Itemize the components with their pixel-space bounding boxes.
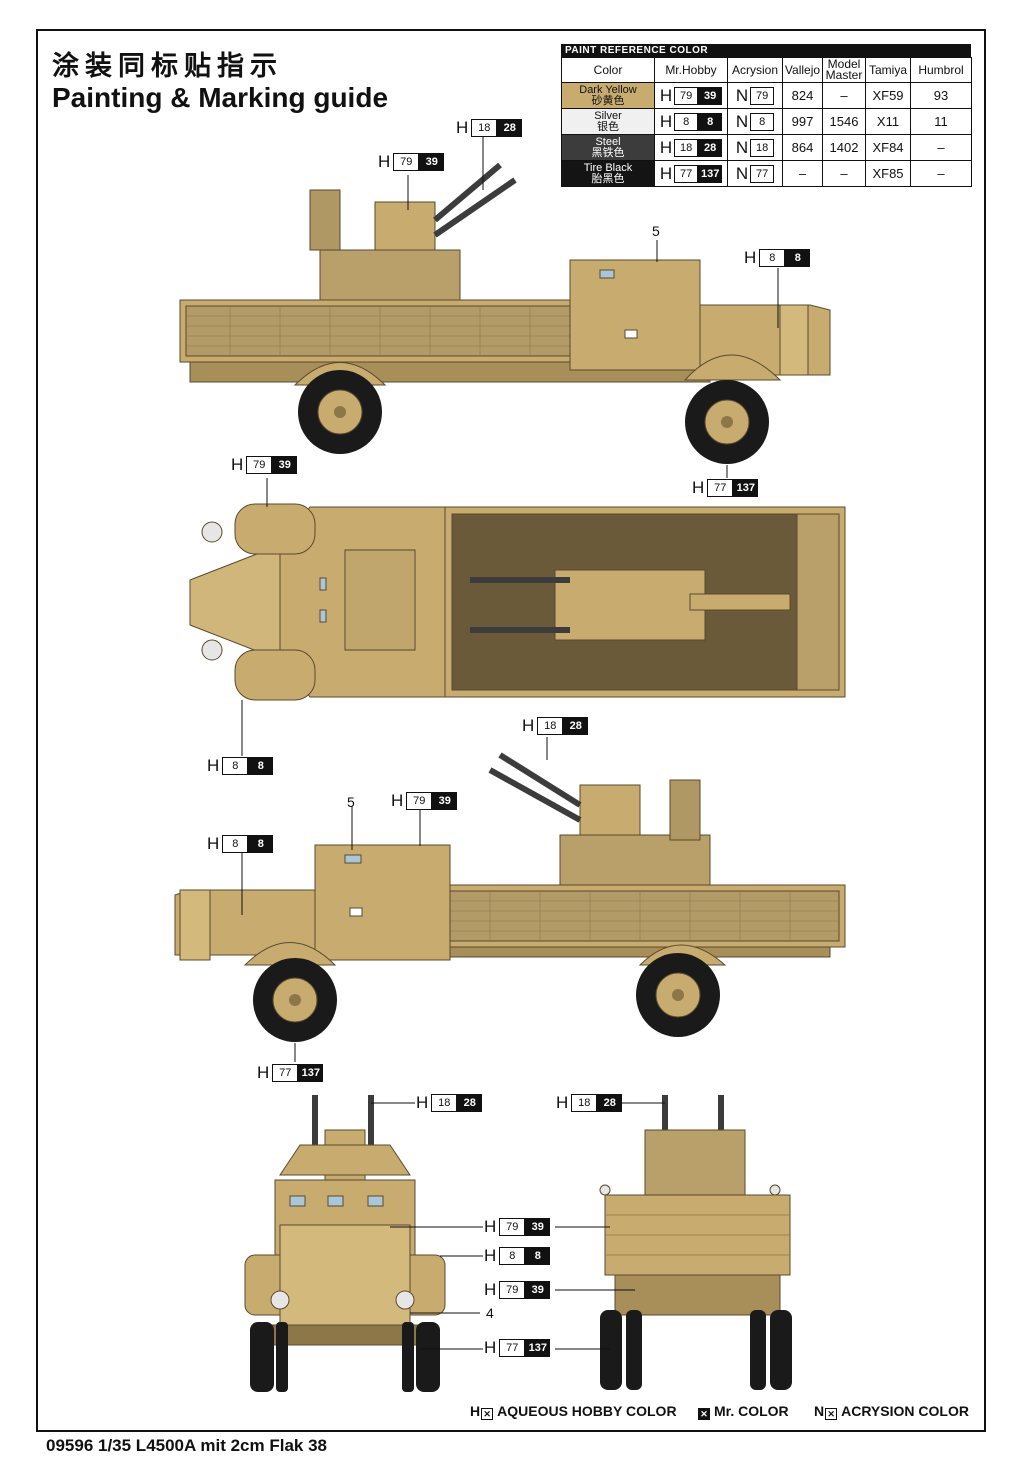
- paint-reference-table: PAINT REFERENCE COLOR Color Mr.Hobby Acr…: [561, 44, 972, 187]
- paint-reference-caption: PAINT REFERENCE COLOR: [561, 44, 971, 57]
- col-tamiya: Tamiya: [865, 57, 911, 83]
- marking-number: 4: [486, 1305, 494, 1321]
- tamiya-code: XF59: [865, 82, 911, 109]
- truck-rear-view: [555, 1095, 792, 1390]
- rear-wheel: [636, 953, 720, 1037]
- truck-top-view: [189, 478, 846, 756]
- front-wheel: [685, 380, 769, 464]
- tamiya-code: X11: [865, 108, 911, 135]
- rear-wheel: [298, 370, 382, 454]
- product-footer: 09596 1/35 L4500A mit 2cm Flak 38: [46, 1436, 327, 1455]
- col-vallejo: Vallejo: [782, 57, 823, 83]
- humbrol-code: –: [910, 134, 972, 161]
- col-mrhobby: Mr.Hobby: [654, 57, 728, 83]
- model-master-code: 1402: [822, 134, 866, 161]
- model-master-code: 1546: [822, 108, 866, 135]
- col-model-master: Model Master: [822, 57, 866, 83]
- legend-hobby: H✕AQUEOUS HOBBY COLOR: [470, 1403, 677, 1420]
- vallejo-code: 864: [782, 134, 823, 161]
- col-color: Color: [561, 57, 655, 83]
- marking-number: 5: [652, 223, 660, 239]
- truck-side-view-left: [174, 737, 846, 1062]
- model-master-code: –: [822, 160, 866, 187]
- checkbox-icon: ✕: [825, 1408, 838, 1420]
- checkbox-icon: ✕: [481, 1408, 494, 1420]
- tamiya-code: XF84: [865, 134, 911, 161]
- vallejo-code: 824: [782, 82, 823, 109]
- humbrol-code: –: [910, 160, 972, 187]
- front-wheel: [253, 958, 337, 1042]
- filled-checkbox-icon: ✕: [698, 1408, 710, 1420]
- marking-number: 5: [347, 794, 355, 810]
- page-frame: [36, 29, 986, 1432]
- page-title: Painting & Marking guide: [52, 82, 389, 113]
- humbrol-code: 93: [910, 82, 972, 109]
- legend-acrysion: N✕ACRYSION COLOR: [814, 1403, 969, 1420]
- tamiya-code: XF85: [865, 160, 911, 187]
- title-chinese: 涂装同标贴指示: [52, 51, 283, 82]
- vallejo-code: 997: [782, 108, 823, 135]
- paint-table: Color Mr.Hobby Acrysion Vallejo Model Ma…: [561, 57, 972, 187]
- humbrol-code: 11: [910, 108, 972, 135]
- col-acrysion: Acrysion: [727, 57, 783, 83]
- col-humbrol: Humbrol: [910, 57, 972, 83]
- legend-mr-color: ✕Mr. COLOR: [697, 1403, 789, 1420]
- truck-front-view: [244, 1095, 483, 1392]
- truck-side-view-right: [179, 135, 831, 478]
- model-master-code: –: [822, 82, 866, 109]
- vallejo-code: –: [782, 160, 823, 187]
